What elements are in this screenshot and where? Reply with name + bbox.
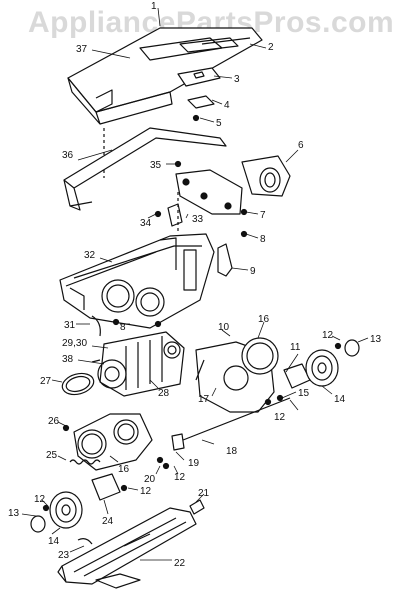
callout-label: 35 (150, 160, 162, 171)
bottom-plate (57, 507, 197, 589)
callout-label: 25 (46, 450, 58, 461)
callout-label: 27 (40, 376, 52, 387)
callout-label: 6 (298, 140, 304, 151)
screw (334, 342, 342, 350)
pedal-left (91, 473, 121, 501)
screw (162, 462, 170, 470)
callout-label: 38 (62, 354, 74, 365)
wheel-left (49, 491, 83, 529)
main-housing (59, 233, 215, 329)
clip (91, 315, 101, 337)
screw (174, 160, 182, 168)
callout-label: 28 (158, 388, 170, 399)
latch (189, 499, 205, 515)
callout-label: 26 (48, 416, 60, 427)
connector-tube (217, 243, 233, 277)
screw (264, 398, 272, 406)
callout-labels: 1 37 2 3 4 5 36 6 35 7 34 33 8 32 9 31 8… (8, 1, 382, 569)
screw (112, 318, 120, 326)
callout-label: 34 (140, 218, 152, 229)
light-lens (241, 155, 291, 197)
spring (69, 459, 101, 465)
top-cover (67, 27, 263, 125)
callout-label: 17 (198, 394, 210, 405)
handle-bail (63, 127, 227, 211)
callout-label: 12 (274, 412, 286, 423)
callout-label: 14 (48, 536, 60, 547)
callout-label: 15 (298, 388, 310, 399)
callout-label: 10 (218, 322, 230, 333)
callout-label: 22 (174, 558, 186, 569)
callout-label: 21 (198, 488, 210, 499)
callout-label: 32 (84, 250, 96, 261)
callout-label: 12 (174, 472, 186, 483)
callout-label: 14 (334, 394, 346, 405)
callout-label: 12 (140, 486, 152, 497)
screw (120, 484, 128, 492)
callout-label: 11 (290, 342, 301, 353)
callout-label: 29,30 (62, 338, 87, 349)
callout-label: 12 (322, 330, 334, 341)
callout-label: 20 (144, 474, 156, 485)
callout-label: 16 (118, 464, 130, 475)
screw (42, 504, 50, 512)
screw (154, 210, 162, 218)
callout-label: 19 (188, 458, 200, 469)
callout-label: 31 (64, 320, 76, 331)
callout-label: 13 (370, 334, 382, 345)
wheel-right (305, 349, 339, 387)
callout-label: 16 (258, 314, 270, 325)
callout-label: 13 (8, 508, 20, 519)
callout-label: 8 (120, 322, 126, 333)
motor-mount-bracket (175, 169, 243, 215)
bearing-ring (241, 337, 279, 375)
axle-rod (177, 397, 291, 443)
callout-label: 8 (260, 234, 266, 245)
screw (240, 230, 248, 238)
callout-label: 23 (58, 550, 70, 561)
callout-label: 4 (224, 100, 230, 111)
hubcap-right (344, 339, 360, 357)
callout-label: 7 (260, 210, 266, 221)
clip (77, 538, 93, 545)
callout-label: 2 (268, 42, 274, 53)
base-plate (73, 413, 153, 471)
callout-label: 18 (226, 446, 238, 457)
screw (192, 114, 200, 122)
switch-plate (177, 67, 221, 87)
bracket (187, 95, 215, 109)
drive-belt (61, 372, 95, 396)
screw (276, 394, 284, 402)
callout-label: 36 (62, 150, 74, 161)
callout-label: 5 (216, 118, 222, 129)
callout-label: 1 (151, 1, 157, 12)
callout-label: 3 (234, 74, 240, 85)
callout-label: 33 (192, 214, 204, 225)
motor (91, 331, 185, 397)
screw (62, 424, 70, 432)
screw (154, 320, 162, 328)
callout-label: 24 (102, 516, 114, 527)
hubcap-left (30, 515, 46, 533)
cord-clip (167, 203, 183, 227)
screw (156, 456, 164, 464)
callout-label: 9 (250, 266, 256, 277)
callout-label: 12 (34, 494, 46, 505)
screw (240, 208, 248, 216)
callout-label: 37 (76, 44, 88, 55)
callouts (21, 7, 369, 561)
